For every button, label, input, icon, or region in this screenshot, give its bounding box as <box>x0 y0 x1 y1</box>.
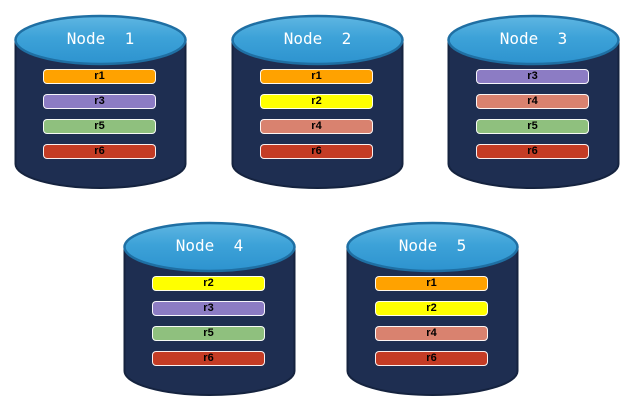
replica-bar: r6 <box>260 144 373 159</box>
node-2: Node 2 r1 r2 r4 r6 <box>230 14 405 190</box>
replica-bar: r1 <box>43 69 156 84</box>
node-1: Node 1 r1 r3 r5 r6 <box>13 14 188 190</box>
replica-bar: r4 <box>375 326 488 341</box>
replica-bar: r1 <box>375 276 488 291</box>
node-title: Node 2 <box>283 29 352 48</box>
replica-bar: r6 <box>43 144 156 159</box>
replica-bar: r5 <box>476 119 589 134</box>
replica-bar: r3 <box>476 69 589 84</box>
replica-bar: r5 <box>43 119 156 134</box>
node-title: Node 3 <box>499 29 568 48</box>
replica-bar: r5 <box>152 326 265 341</box>
replica-bar: r4 <box>260 119 373 134</box>
replica-bar: r6 <box>476 144 589 159</box>
node-title: Node 1 <box>66 29 135 48</box>
replica-bar: r2 <box>260 94 373 109</box>
replica-bar: r3 <box>152 301 265 316</box>
replica-bar: r1 <box>260 69 373 84</box>
node-title: Node 5 <box>398 236 467 255</box>
node-5: Node 5 r1 r2 r4 r6 <box>345 221 520 397</box>
replica-bar: r4 <box>476 94 589 109</box>
replica-bar: r2 <box>375 301 488 316</box>
replica-bar: r6 <box>152 351 265 366</box>
node-4: Node 4 r2 r3 r5 r6 <box>122 221 297 397</box>
node-3: Node 3 r3 r4 r5 r6 <box>446 14 621 190</box>
replica-bar: r3 <box>43 94 156 109</box>
node-title: Node 4 <box>175 236 244 255</box>
replica-bar: r6 <box>375 351 488 366</box>
replica-bar: r2 <box>152 276 265 291</box>
